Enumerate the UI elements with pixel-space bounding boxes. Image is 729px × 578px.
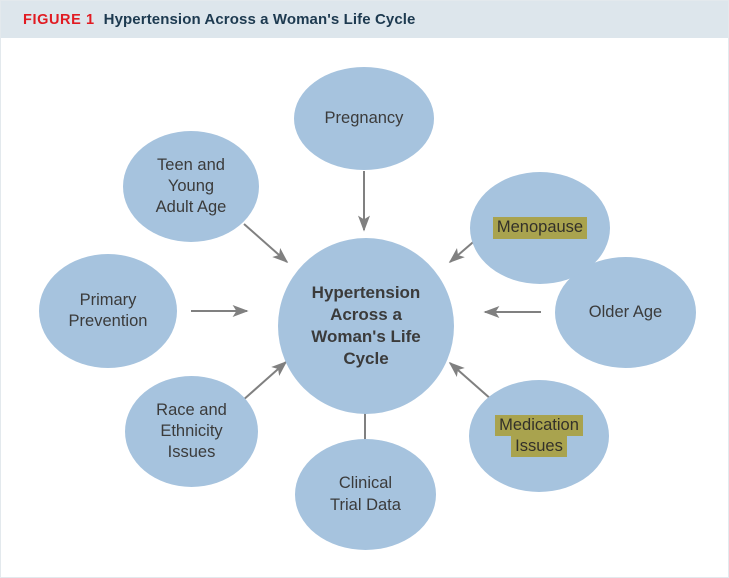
node-menopause[interactable]: Menopause (470, 172, 610, 284)
node-medication-issues[interactable]: Medication Issues (469, 380, 609, 492)
figure-header-inner: FIGURE 1 Hypertension Across a Woman's L… (23, 1, 416, 38)
node-medication-issues-label: Medication Issues (489, 414, 589, 458)
node-teen-young-adult-age[interactable]: Teen and Young Adult Age (123, 131, 259, 242)
figure-number-label: FIGURE 1 (23, 11, 95, 28)
node-menopause-label: Menopause (487, 217, 593, 239)
node-primary-prevention-label: Primary Prevention (68, 290, 148, 330)
figure-header: FIGURE 1 Hypertension Across a Woman's L… (1, 1, 728, 38)
figure-title: Hypertension Across a Woman's Life Cycle (103, 11, 416, 28)
node-pregnancy[interactable]: Pregnancy (294, 67, 434, 170)
node-primary-prevention[interactable]: Primary Prevention (39, 254, 177, 368)
node-older-age[interactable]: Older Age (555, 257, 696, 368)
node-older-age-label: Older Age (588, 302, 663, 321)
diagram-canvas: Pregnancy Teen and Young Adult Age Prima… (1, 38, 728, 577)
node-clinical-trial-data-label: Clinical Trial Data (330, 474, 401, 514)
node-race-and-ethnicity-issues[interactable]: Race and Ethnicity Issues (125, 376, 258, 487)
node-center-label: Hypertension Across a Woman's Life Cycle (311, 282, 421, 369)
arrow-race-and-ethnicity-issues-to-center (241, 360, 288, 402)
node-clinical-trial-data[interactable]: Clinical Trial Data (295, 439, 436, 550)
node-race-and-ethnicity-issues-label: Race and Ethnicity Issues (156, 400, 227, 462)
node-center-hypertension[interactable]: Hypertension Across a Woman's Life Cycle (278, 238, 454, 414)
node-pregnancy-label: Pregnancy (324, 108, 404, 127)
node-teen-young-adult-age-label: Teen and Young Adult Age (155, 155, 227, 217)
arrow-teen-young-adult-age-to-center (243, 223, 289, 264)
arrow-medication-issues-to-center (448, 361, 493, 401)
